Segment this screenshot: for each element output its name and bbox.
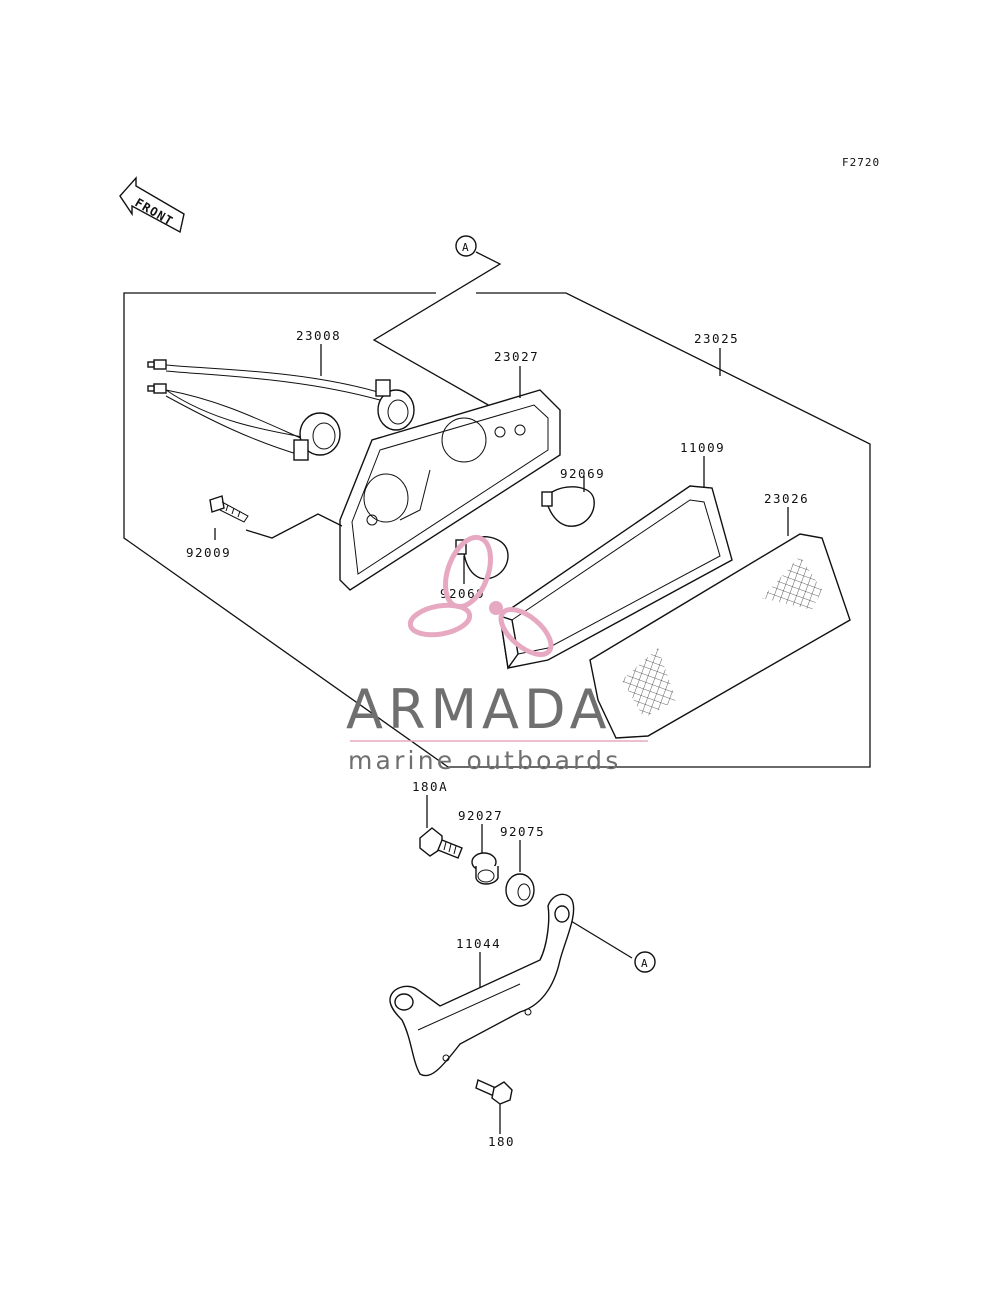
screw-92009 bbox=[209, 495, 249, 523]
wire-harness bbox=[147, 359, 415, 461]
bolt-180 bbox=[475, 1079, 513, 1105]
bracket-11044 bbox=[389, 893, 575, 1077]
bolt-180a bbox=[419, 827, 463, 859]
leader-lines bbox=[214, 344, 789, 1134]
lens-cover bbox=[589, 533, 851, 739]
label-92075: 92075 bbox=[500, 824, 545, 839]
label-23025: 23025 bbox=[694, 331, 739, 346]
ref-marker-top-label: A bbox=[462, 241, 469, 254]
assembly-outline bbox=[123, 292, 871, 768]
lamp-housing bbox=[339, 389, 561, 591]
label-180: 180 bbox=[488, 1134, 515, 1149]
watermark-tagline: marine outboards bbox=[348, 746, 621, 775]
front-arrow-icon: FRONT bbox=[119, 176, 185, 234]
collar-92027 bbox=[471, 852, 499, 885]
ref-marker-top: A bbox=[455, 235, 477, 257]
grommet-92075 bbox=[505, 873, 535, 907]
label-11044: 11044 bbox=[456, 936, 501, 951]
label-11009: 11009 bbox=[680, 440, 725, 455]
ref-marker-bottom-label: A bbox=[641, 957, 648, 970]
label-92069-upper: 92069 bbox=[560, 466, 605, 481]
watermark-brand: ARMADA bbox=[346, 678, 612, 741]
label-23026: 23026 bbox=[764, 491, 809, 506]
bulb-upper bbox=[541, 486, 595, 527]
armada-watermark: ARMADA marine outboards bbox=[346, 534, 648, 775]
label-23027: 23027 bbox=[494, 349, 539, 364]
label-180a: 180A bbox=[412, 779, 448, 794]
label-92027: 92027 bbox=[458, 808, 503, 823]
label-92009: 92009 bbox=[186, 545, 231, 560]
ref-line-top bbox=[372, 251, 502, 407]
propeller-logo-icon bbox=[407, 534, 554, 657]
figure-code: F2720 bbox=[842, 156, 880, 169]
label-23008: 23008 bbox=[296, 328, 341, 343]
ref-marker-bottom: A bbox=[634, 951, 656, 973]
